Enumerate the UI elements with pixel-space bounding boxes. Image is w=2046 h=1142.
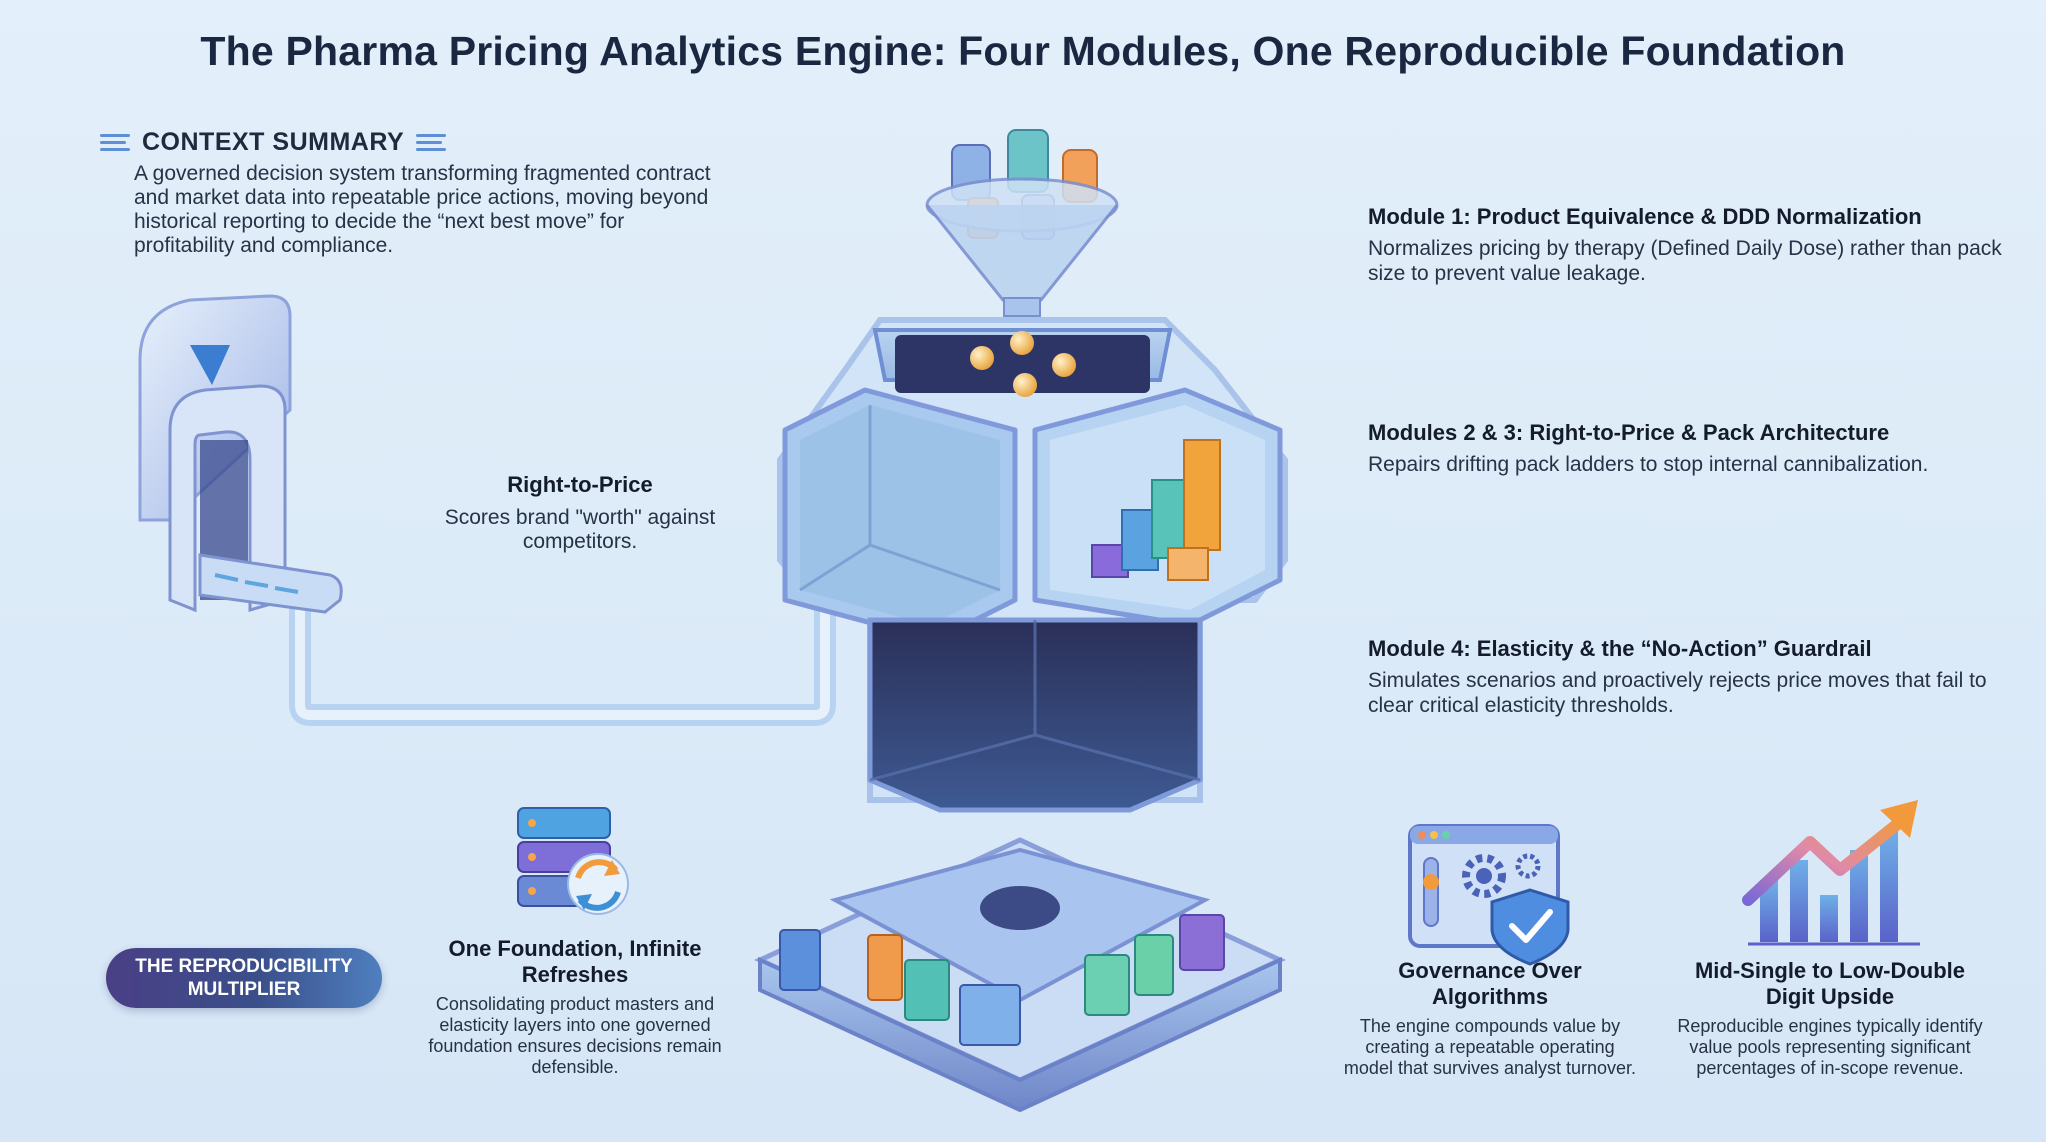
governance-title: Governance Over Algorithms — [1398, 958, 1582, 1009]
module-4-block: Module 4: Elasticity & the “No-Action” G… — [1368, 636, 2008, 718]
engine-core — [777, 317, 1288, 813]
right-to-price-callout: Right-to-Price Scores brand "worth" agai… — [430, 472, 730, 554]
module-4-body: Simulates scenarios and proactively reje… — [1368, 669, 1987, 717]
foundation-callout: One Foundation, Infinite Refreshes Conso… — [420, 936, 730, 1078]
data-pipe — [289, 420, 836, 726]
foundation-body: Consolidating product masters and elasti… — [428, 994, 722, 1077]
module-2-3-body: Repairs drifting pack ladders to stop in… — [1368, 453, 1929, 476]
context-summary-title: CONTEXT SUMMARY — [142, 128, 405, 156]
settings-shield-window-icon — [1408, 824, 1570, 966]
foundation-title: One Foundation, Infinite Refreshes — [448, 936, 702, 987]
module-4-title: Module 4: Elasticity & the “No-Action” G… — [1368, 636, 1872, 661]
funnel-icon — [925, 129, 1119, 317]
upside-body: Reproducible engines typically identify … — [1677, 1016, 1983, 1078]
badge-line-2: MULTIPLIER — [187, 979, 301, 1000]
badge-line-1: THE REPRODUCIBILITY — [135, 956, 353, 977]
upside-callout: Mid-Single to Low-Double Digit Upside Re… — [1670, 958, 1990, 1079]
right-to-price-body: Scores brand "worth" against competitors… — [444, 506, 716, 553]
module-2-3-block: Modules 2 & 3: Right-to-Price & Pack Arc… — [1368, 420, 2008, 477]
right-to-price-title: Right-to-Price — [507, 472, 653, 497]
governance-body: The engine compounds value by creating a… — [1343, 1016, 1637, 1078]
context-summary-header: CONTEXT SUMMARY — [100, 128, 447, 157]
context-summary-body: A governed decision system transforming … — [134, 162, 711, 257]
header-bars-left-icon — [100, 134, 130, 151]
module-2-3-title: Modules 2 & 3: Right-to-Price & Pack Arc… — [1368, 420, 1890, 445]
database-refresh-icon — [517, 807, 629, 915]
foundation-platform — [754, 837, 1286, 1113]
page-title: The Pharma Pricing Analytics Engine: Fou… — [200, 28, 1846, 74]
module-1-block: Module 1: Product Equivalence & DDD Norm… — [1368, 204, 2008, 286]
pack-ladder-bars — [1091, 439, 1221, 581]
reproducibility-multiplier-badge: THE REPRODUCIBILITY MULTIPLIER — [106, 948, 382, 1008]
module-1-title: Module 1: Product Equivalence & DDD Norm… — [1368, 204, 1922, 229]
growth-chart-arrow-icon — [1742, 800, 1920, 946]
module-1-body: Normalizes pricing by therapy (Defined D… — [1368, 237, 2002, 285]
header-bars-right-icon — [416, 134, 447, 151]
governance-callout: Governance Over Algorithms The engine co… — [1340, 958, 1640, 1079]
upside-title: Mid-Single to Low-Double Digit Upside — [1694, 958, 1966, 1009]
scanner-gate-icon — [138, 294, 343, 614]
